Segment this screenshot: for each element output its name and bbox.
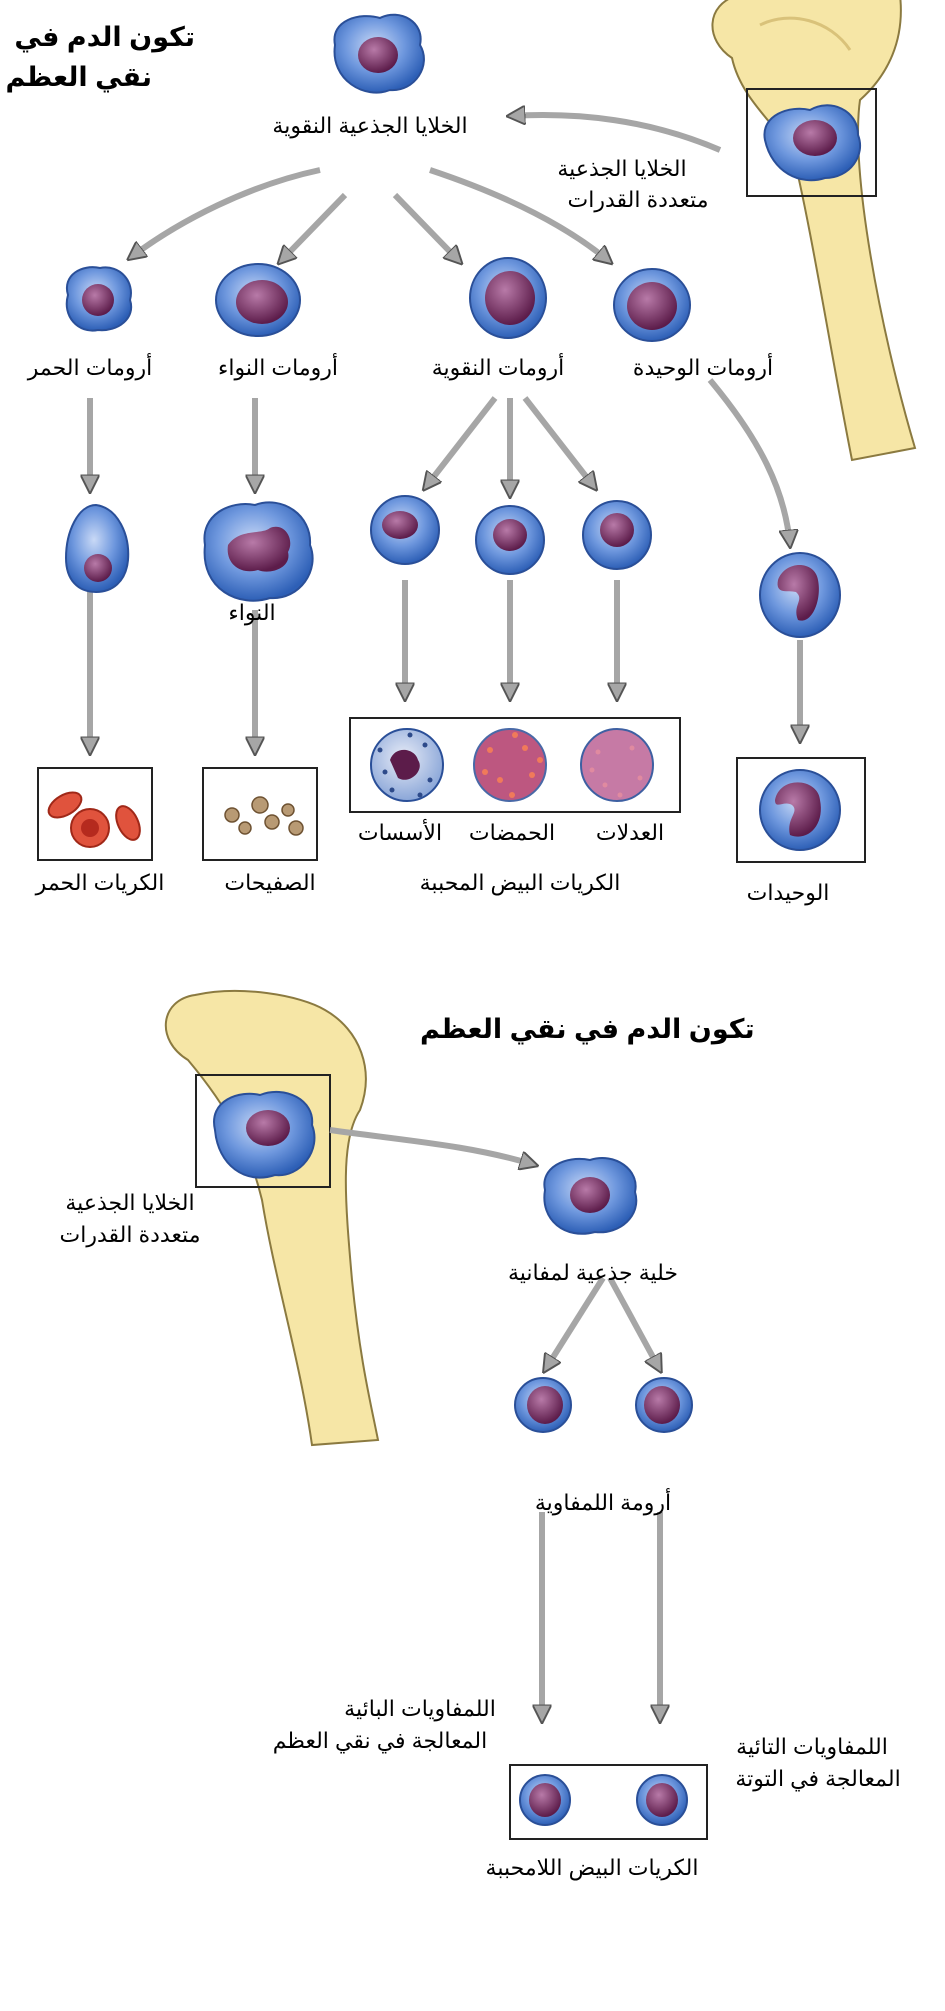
label-b-lymphocytes-1: اللمفاويات البائية <box>344 1696 496 1721</box>
myeloblast-cell <box>469 257 547 339</box>
label-b-lymphocytes-2: المعالجة في نقي العظم <box>272 1728 488 1753</box>
label-t-lymphocytes-1: اللمفاويات التائية <box>736 1734 888 1759</box>
platelets-box <box>202 767 318 861</box>
lymphoid-stem-cell <box>543 1157 638 1235</box>
label-lymphoid-stem-cell: خلية جذعية لمفانية <box>507 1260 679 1285</box>
megakaryoblast-cell <box>215 263 301 337</box>
neutrophil-precursor-cell <box>582 500 652 570</box>
label-basophils: الأسسات <box>357 820 443 845</box>
monocytes-box <box>736 757 866 863</box>
label-myeloid-stem-cells: الخلايا الجذعية النقوية <box>272 113 468 138</box>
multipotent-stem-cell-bottom <box>213 1090 316 1179</box>
label-multipotent-stem-top-1: الخلايا الجذعية <box>557 156 687 181</box>
erythrocytes-box <box>37 767 153 861</box>
lymphoblast-cell-right <box>635 1377 693 1433</box>
agranulocytes-box <box>509 1764 708 1840</box>
femur-bone-top <box>711 0 917 462</box>
arrows-bottom <box>329 1127 660 1720</box>
basophil-precursor-cell <box>370 495 440 565</box>
arrows-top <box>90 115 800 752</box>
eosinophil-precursor-cell <box>475 505 545 575</box>
label-neutrophils: العدلات <box>595 820 665 845</box>
t-lymphocyte-cell <box>636 1774 688 1826</box>
megakaryocyte-cell <box>203 501 314 602</box>
label-megakaryocyte: النواء <box>228 600 276 625</box>
label-t-lymphocytes-2: المعالجة في التوتة <box>735 1766 901 1791</box>
platelets-cells <box>224 796 304 836</box>
top-title-line2: نقي العظم <box>5 62 153 92</box>
label-agranulocytes: الكريات البيض اللامحببة <box>485 1855 699 1880</box>
neutrophil-cell <box>580 728 654 802</box>
eosinophil-cell <box>473 728 547 802</box>
promonocyte-cell <box>759 552 841 638</box>
femur-bone-bottom <box>164 990 380 1447</box>
proerythroblast-cell <box>65 266 133 332</box>
label-monocytes: الوحيدات <box>746 880 830 905</box>
lymphoblast-cell-left <box>514 1377 572 1433</box>
label-granulocytes: الكريات البيض المحببة <box>419 870 621 895</box>
myeloid-stem-cell <box>333 13 425 94</box>
multipotent-stem-cell-top <box>763 104 861 182</box>
monocyte-cell <box>759 769 841 851</box>
bottom-title: تكون الدم في نقي العظم <box>420 1014 755 1044</box>
label-eosinophils: الحمضات <box>468 820 556 845</box>
label-multipotent-stem-bottom-2: متعددة القدرات <box>59 1222 201 1247</box>
label-megakaryoblasts: أرومات النواء <box>218 355 338 380</box>
label-proerythroblasts: أرومات الحمر <box>27 355 153 380</box>
label-monoblasts: أرومات الوحيدة <box>632 355 774 380</box>
label-platelets: الصفيحات <box>224 870 316 895</box>
granulocytes-box <box>349 717 681 813</box>
label-lymphoblast: أرومة اللمفاوية <box>534 1490 672 1515</box>
label-myeloblasts: أرومات النقوية <box>431 355 565 380</box>
erythrocytes-cells <box>47 791 141 848</box>
label-multipotent-stem-bottom-1: الخلايا الجذعية <box>65 1190 195 1215</box>
monoblast-cell <box>613 268 691 342</box>
label-erythrocytes: الكريات الحمر <box>35 870 165 895</box>
label-multipotent-stem-top-2: متعددة القدرات <box>567 187 709 212</box>
basophil-cell <box>370 728 444 802</box>
erythroblast-cell <box>64 503 130 594</box>
top-title-line1: تكون الدم في <box>14 22 195 52</box>
b-lymphocyte-cell <box>519 1774 571 1826</box>
stem-cell-box-top <box>746 88 877 197</box>
